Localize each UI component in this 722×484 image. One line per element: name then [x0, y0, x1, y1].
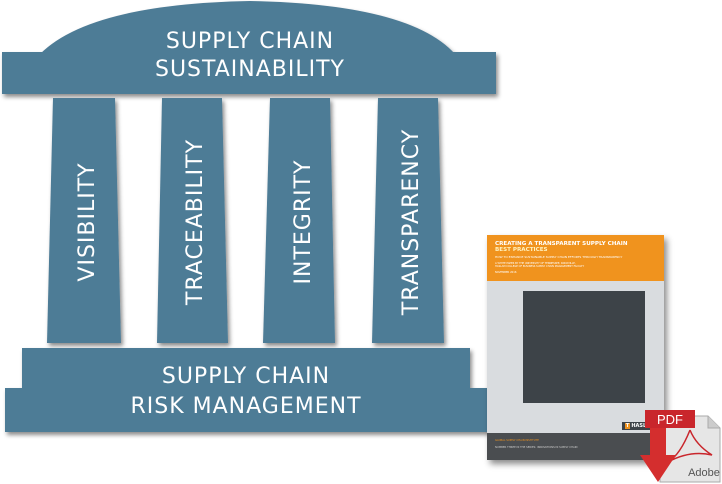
report-byline2: HASLAM COLLEGE OF BUSINESS SUPPLY CHAIN …: [495, 265, 585, 268]
pillar-label: VISIBILITY: [75, 162, 100, 281]
base-label-line2: RISK MANAGEMENT: [130, 394, 361, 419]
pillar-traceability: [157, 98, 228, 343]
roof-arch: [40, 1, 455, 54]
report-subtitle: BEST PRACTICES: [495, 247, 548, 253]
roof-label-line2: SUSTAINABILITY: [155, 57, 345, 82]
pillar-label: TRANSPARENCY: [399, 129, 424, 316]
window-image: [523, 291, 645, 403]
base-upper-step: [22, 348, 470, 390]
cover-header: CREATING A TRANSPARENT SUPPLY CHAIN BEST…: [487, 235, 664, 281]
roof-slab: [2, 52, 496, 94]
cover-footer: GLOBAL SUPPLY CHAIN INSTITUTE NUMBER THR…: [487, 433, 664, 460]
report-title: CREATING A TRANSPARENT SUPPLY CHAIN: [495, 241, 628, 247]
institute-name: GLOBAL SUPPLY CHAIN INSTITUTE: [495, 439, 539, 442]
base-lower-step: [5, 388, 490, 432]
series-name: NUMBER THREE IN THE SERIES: INNOVATIONS …: [495, 446, 578, 449]
base-label-line1: SUPPLY CHAIN: [162, 364, 330, 389]
report-tagline: HOW TO ENHANCE SUSTAINABLE SUPPLY CHAIN …: [495, 255, 623, 259]
pillar-integrity: [263, 98, 335, 343]
roof-label-line1: SUPPLY CHAIN: [166, 29, 334, 54]
report-byline1: A WHITE PAPER BY THE UNIVERSITY OF TENNE…: [495, 262, 576, 265]
pillar-transparency: [372, 98, 444, 343]
report-cover[interactable]: CREATING A TRANSPARENT SUPPLY CHAIN BEST…: [487, 235, 664, 460]
pillar-label: INTEGRITY: [291, 160, 316, 285]
pillar-visibility: [47, 98, 121, 343]
report-date: NOVEMBER 2016: [495, 271, 517, 274]
pillar-label: TRACEABILITY: [183, 139, 208, 306]
